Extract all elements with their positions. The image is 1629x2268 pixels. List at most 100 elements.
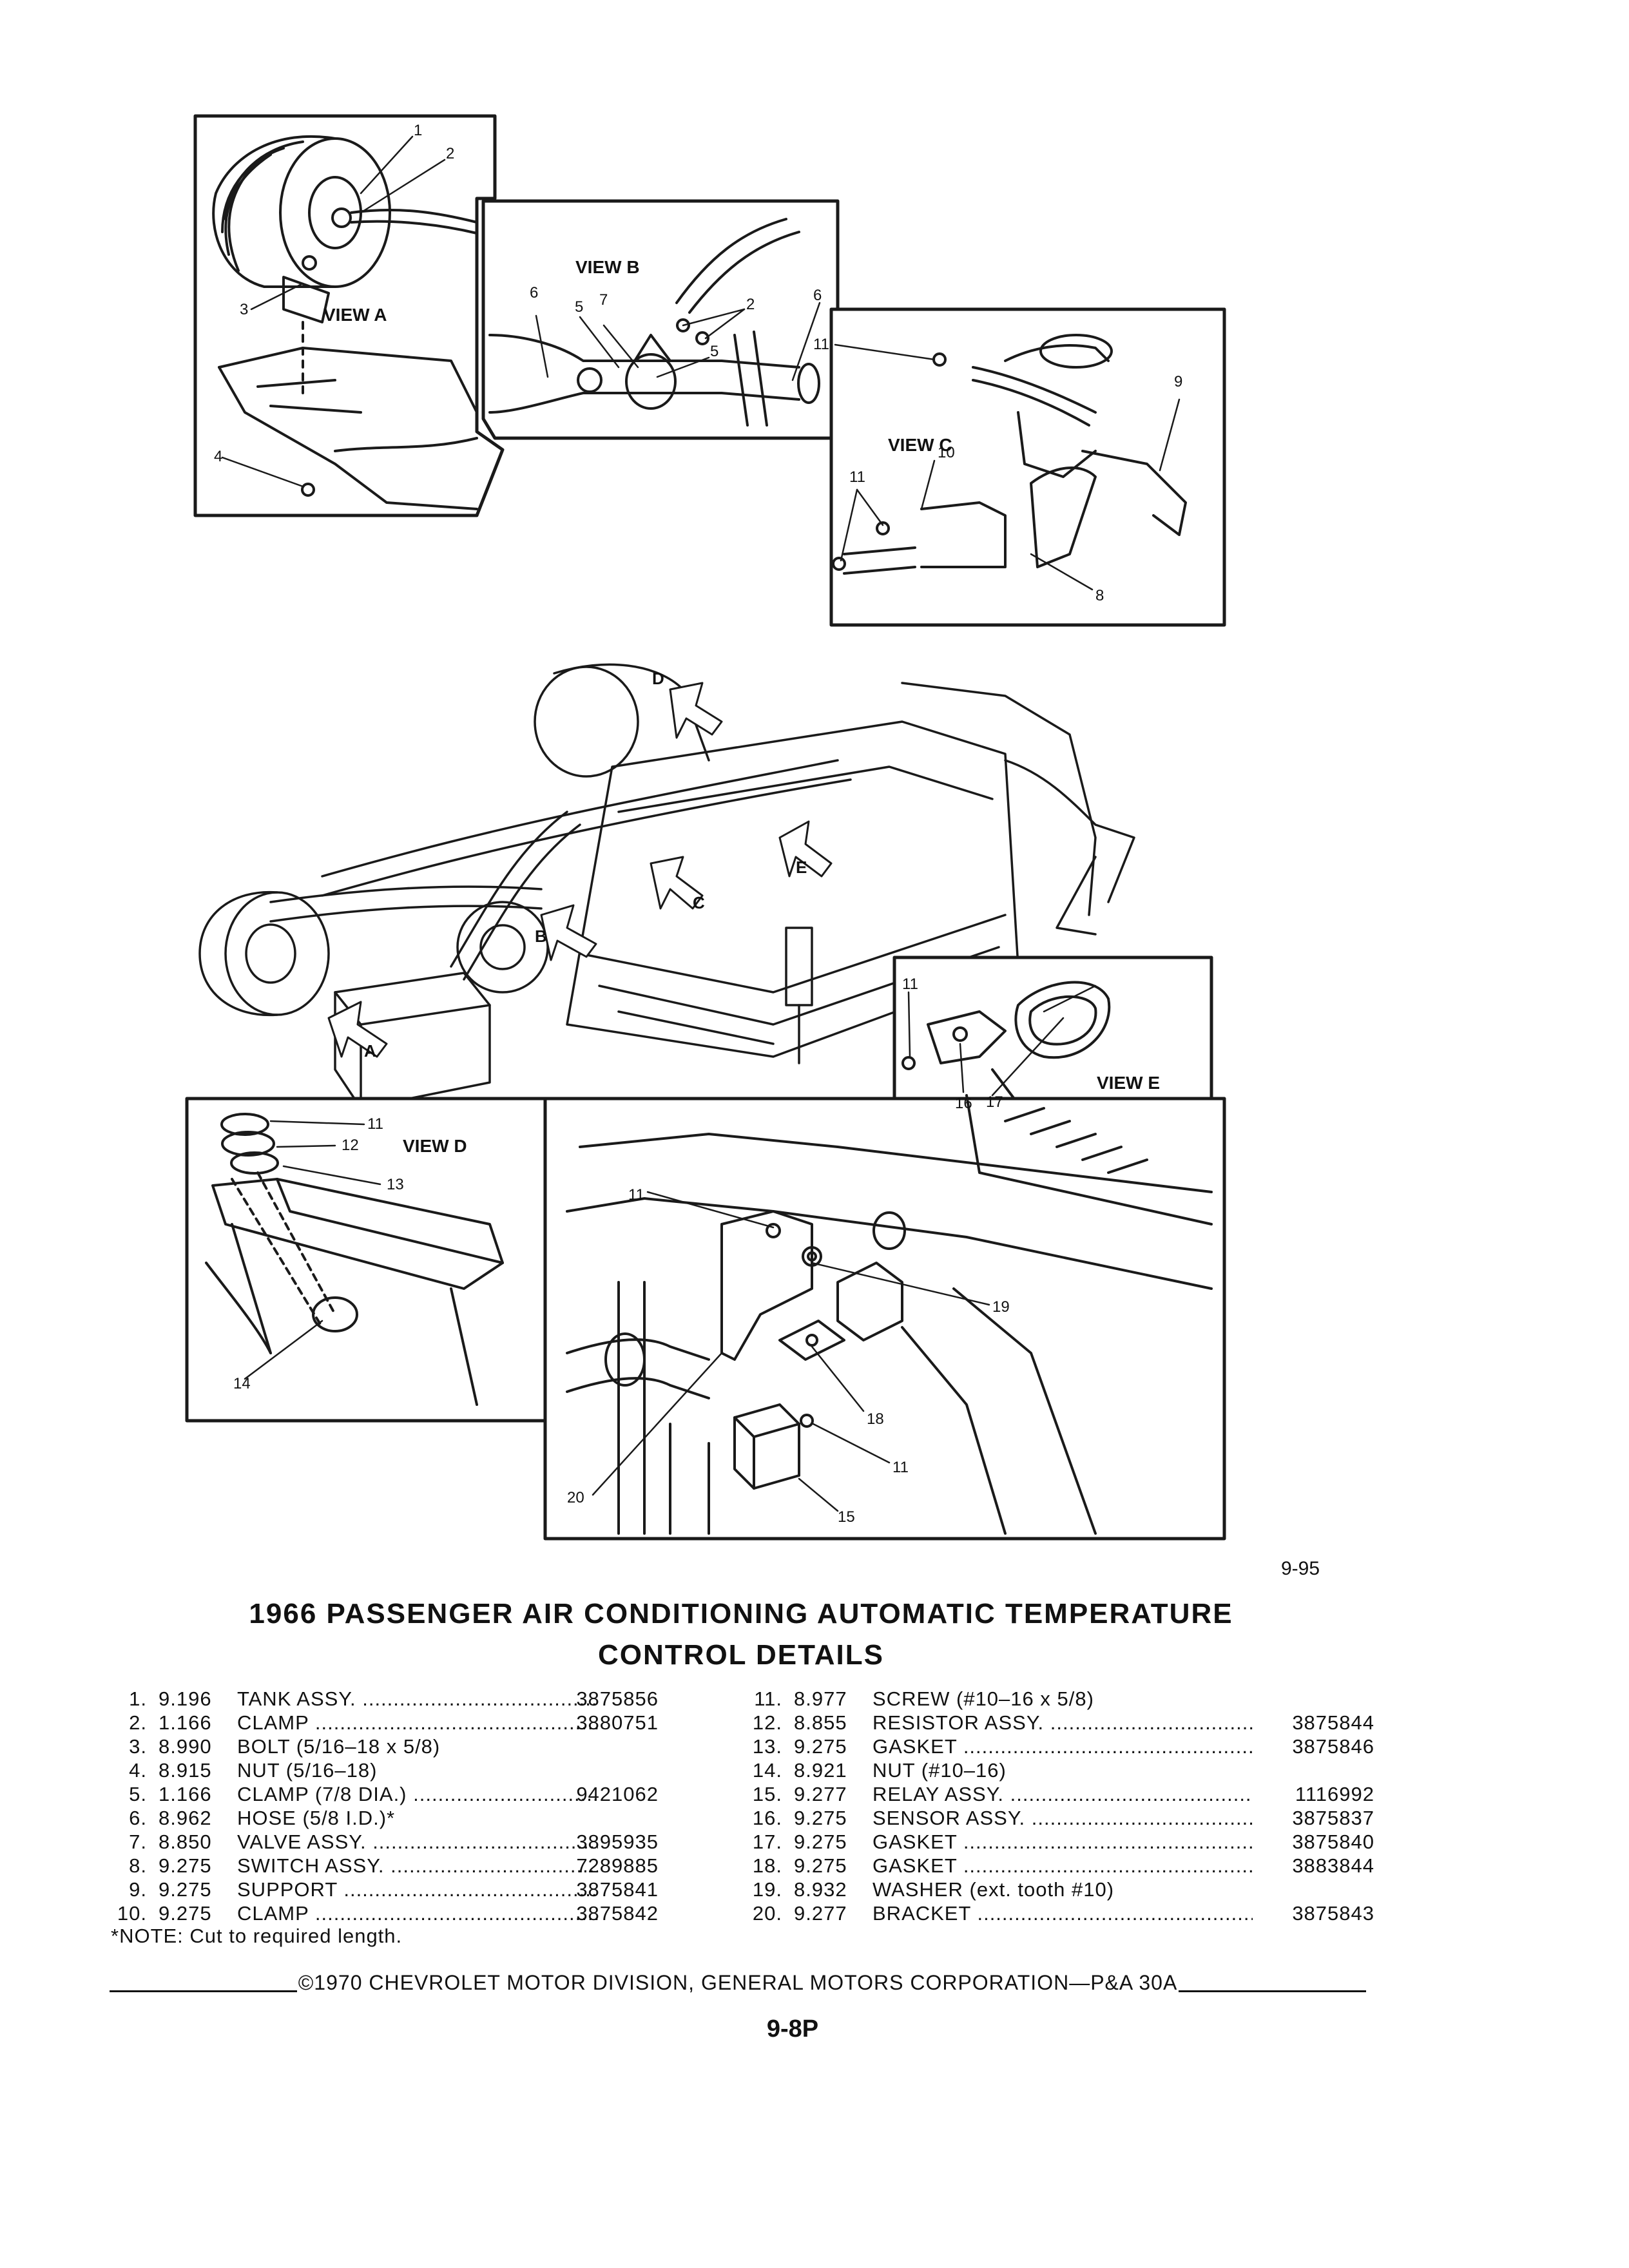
parts-row: 14. 8.921 NUT (#10–16) — [746, 1758, 1378, 1782]
part-name: BRACKET — [872, 1901, 1253, 1925]
group-code: 8.932 — [794, 1878, 847, 1901]
item-number: 18. — [752, 1854, 782, 1877]
callout-5: 5 — [710, 343, 718, 360]
part-number: 3875843 — [1292, 1902, 1374, 1925]
part-name: CLAMP (7/8 DIA.) — [237, 1782, 598, 1806]
callout-7: 7 — [599, 291, 608, 309]
callout-11: 11 — [902, 975, 918, 993]
part-name: SENSOR ASSY. — [872, 1806, 1253, 1830]
arrow-letter-d: D — [652, 669, 664, 688]
callout-1: 1 — [414, 122, 422, 139]
part-name: CLAMP — [237, 1711, 598, 1735]
group-code: 9.275 — [159, 1902, 212, 1925]
callout-14: 14 — [233, 1375, 251, 1392]
footnote: *NOTE: Cut to required length. — [111, 1925, 403, 1947]
item-number: 11. — [754, 1687, 782, 1710]
view-labels: VIEW A VIEW B VIEW C VIEW D VIEW E — [323, 257, 1160, 1156]
item-number: 20. — [752, 1902, 782, 1925]
part-number: 1116992 — [1295, 1783, 1374, 1805]
item-number: 14. — [752, 1759, 782, 1782]
parts-row: 2. 1.166 CLAMP 3880751 — [111, 1711, 691, 1735]
view-a-label: VIEW A — [323, 305, 387, 325]
group-code: 9.275 — [794, 1735, 847, 1758]
group-code: 8.990 — [159, 1735, 212, 1758]
part-name: TANK ASSY. — [237, 1687, 598, 1711]
callout-11: 11 — [813, 336, 829, 353]
arrow-d — [669, 682, 723, 739]
callout-2: 2 — [446, 145, 454, 162]
item-number: 9. — [129, 1878, 147, 1901]
parts-row: 1. 9.196 TANK ASSY. 3875856 — [111, 1687, 691, 1711]
part-name: HOSE (5/8 I.D.)* — [237, 1807, 396, 1829]
view-c-panel — [829, 307, 1226, 627]
view-b-panel — [481, 199, 840, 440]
callout-13: 13 — [387, 1176, 404, 1193]
view-e-label: VIEW E — [1097, 1073, 1160, 1093]
callout-11: 11 — [367, 1115, 383, 1133]
copyright-text: ©1970 CHEVROLET MOTOR DIVISION, GENERAL … — [298, 1971, 1178, 1994]
item-number: 15. — [752, 1783, 782, 1805]
arrow-letter-b: B — [535, 927, 547, 946]
part-number: 3880751 — [576, 1711, 659, 1734]
view-b-label: VIEW B — [575, 257, 640, 277]
arrow-letters: A B C D E — [364, 669, 807, 1061]
item-number: 4. — [129, 1759, 147, 1782]
part-name: CLAMP — [237, 1901, 598, 1925]
arrow-letter-a: A — [364, 1041, 376, 1061]
item-number: 16. — [752, 1807, 782, 1829]
callout-11: 11 — [628, 1186, 644, 1204]
parts-list-left: 1. 9.196 TANK ASSY. 3875856 2. 1.166 CLA… — [111, 1687, 691, 1925]
callout-12: 12 — [342, 1137, 359, 1154]
divider-left — [110, 1990, 297, 1992]
part-name: SCREW (#10–16 x 5/8) — [872, 1687, 1094, 1710]
callout-16: 16 — [955, 1095, 972, 1112]
group-code: 8.977 — [794, 1687, 847, 1710]
callout-3: 3 — [240, 301, 248, 318]
callout-11: 11 — [892, 1459, 909, 1476]
group-code: 9.275 — [794, 1854, 847, 1877]
parts-row: 11. 8.977 SCREW (#10–16 x 5/8) — [746, 1687, 1378, 1711]
group-code: 8.915 — [159, 1759, 212, 1782]
callout-10: 10 — [938, 444, 955, 461]
arrow-letter-e: E — [796, 858, 807, 877]
group-code: 1.166 — [159, 1711, 212, 1734]
part-name: GASKET — [872, 1854, 1253, 1878]
group-code: 9.196 — [159, 1687, 212, 1710]
group-code: 9.275 — [159, 1854, 212, 1877]
part-number: 3875856 — [576, 1687, 659, 1710]
parts-illustration: VIEW A VIEW B VIEW C VIEW D VIEW E A B C… — [185, 114, 1226, 1541]
part-number: 3895935 — [576, 1831, 659, 1853]
item-number: 5. — [129, 1783, 147, 1805]
parts-row: 16. 9.275 SENSOR ASSY. 3875837 — [746, 1806, 1378, 1830]
item-number: 8. — [129, 1854, 147, 1877]
parts-row: 5. 1.166 CLAMP (7/8 DIA.) 9421062 — [111, 1782, 691, 1806]
divider-right — [1179, 1990, 1366, 1992]
view-c-label: VIEW C — [888, 435, 952, 455]
arrow-c — [650, 856, 704, 910]
callout-4: 4 — [214, 448, 222, 465]
group-code: 8.850 — [159, 1831, 212, 1853]
item-number: 17. — [752, 1831, 782, 1853]
figure-number: 9-95 — [1281, 1558, 1320, 1579]
callout-9: 9 — [1174, 373, 1182, 390]
part-number: 3875841 — [576, 1878, 659, 1901]
parts-row: 18. 9.275 GASKET 3883844 — [746, 1854, 1378, 1878]
callout-6: 6 — [530, 284, 538, 302]
callout-2: 2 — [746, 296, 755, 313]
view-a-panel — [193, 114, 505, 517]
parts-row: 20. 9.277 BRACKET 3875843 — [746, 1901, 1378, 1925]
part-name: SUPPORT — [237, 1878, 598, 1901]
item-number: 12. — [752, 1711, 782, 1734]
callout-19: 19 — [992, 1298, 1010, 1316]
item-number: 13. — [752, 1735, 782, 1758]
part-name: VALVE ASSY. — [237, 1830, 598, 1854]
part-name: BOLT (5/16–18 x 5/8) — [237, 1735, 441, 1758]
parts-row: 3. 8.990 BOLT (5/16–18 x 5/8) — [111, 1735, 691, 1758]
copyright-line: ©1970 CHEVROLET MOTOR DIVISION, GENERAL … — [110, 1969, 1366, 1995]
parts-row: 7. 8.850 VALVE ASSY. 3895935 — [111, 1830, 691, 1854]
part-name: GASKET — [872, 1830, 1253, 1854]
page-number: 9-8P — [766, 2015, 819, 2042]
group-code: 9.277 — [794, 1783, 847, 1805]
arrow-e — [778, 820, 833, 878]
part-number: 3875840 — [1292, 1831, 1374, 1853]
